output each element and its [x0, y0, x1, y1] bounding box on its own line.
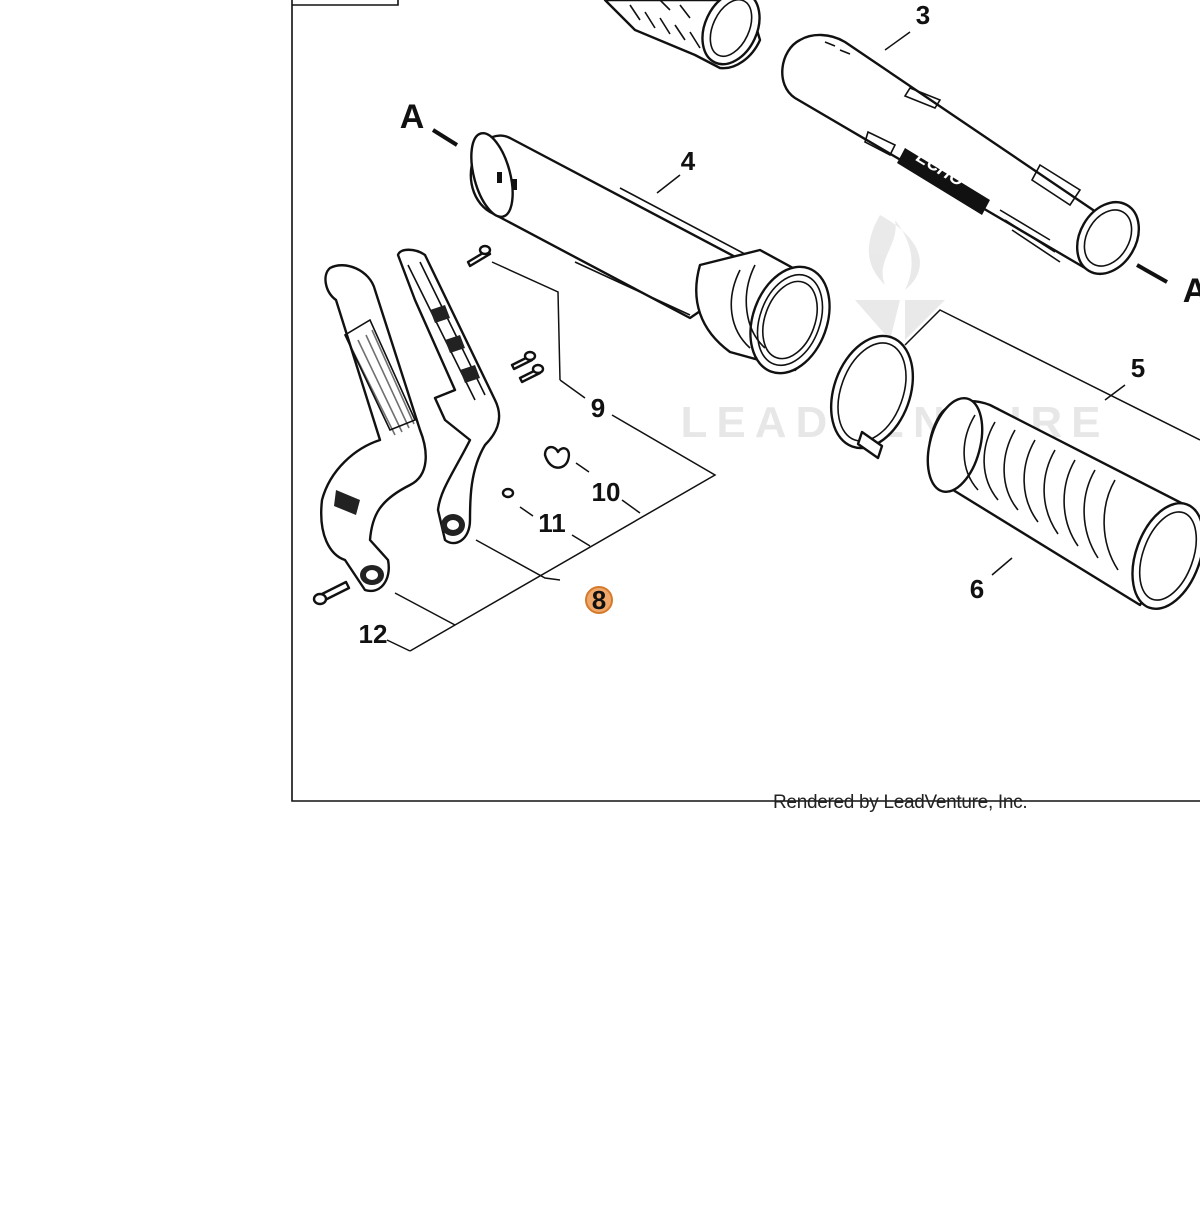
highlight-circle[interactable]	[585, 586, 613, 614]
handle-half-right	[396, 248, 501, 545]
leader-8	[475, 539, 561, 581]
leader-11	[519, 506, 591, 547]
hose-clamp	[829, 334, 915, 460]
screw-9b	[510, 350, 537, 371]
callout-5: 5	[1131, 353, 1145, 383]
part-3-tube: ECHO	[781, 33, 1141, 275]
handle-half-left	[320, 264, 427, 593]
leader-4	[656, 174, 681, 194]
screw-9a	[466, 244, 492, 268]
reference-dash-right	[1136, 263, 1168, 284]
upper-tube-end	[603, 0, 762, 70]
part-4-tube	[469, 132, 831, 375]
frame-tab	[292, 0, 399, 6]
callout-8[interactable]: 8	[592, 585, 606, 615]
callout-12: 12	[359, 619, 388, 649]
callout-8-highlight[interactable]: 8	[585, 585, 613, 615]
diagram-frame	[291, 0, 1200, 802]
watermark-logo	[855, 215, 945, 340]
callout-9: 9	[591, 393, 605, 423]
leader-6	[991, 557, 1013, 576]
washer-11	[501, 487, 515, 499]
callout-11: 11	[538, 508, 566, 538]
reference-mark-a-right: A	[1183, 272, 1200, 310]
callout-4: 4	[681, 146, 696, 176]
leader-10	[575, 462, 641, 514]
leader-5	[904, 309, 1200, 441]
leader-9	[409, 261, 717, 652]
screw-12	[312, 580, 351, 606]
callout-6: 6	[970, 574, 984, 604]
callout-10: 10	[592, 477, 621, 507]
leader-3	[884, 31, 911, 51]
screw-9c	[518, 363, 545, 384]
reference-mark-a-left: A	[400, 98, 425, 136]
part-6-flex-hose	[926, 396, 1200, 611]
reference-dash-left	[431, 128, 459, 147]
wing-nut-10	[543, 445, 571, 469]
footer-credit: Rendered by LeadVenture, Inc.	[773, 792, 1028, 813]
callout-3: 3	[916, 0, 930, 30]
leader-12	[386, 592, 456, 652]
